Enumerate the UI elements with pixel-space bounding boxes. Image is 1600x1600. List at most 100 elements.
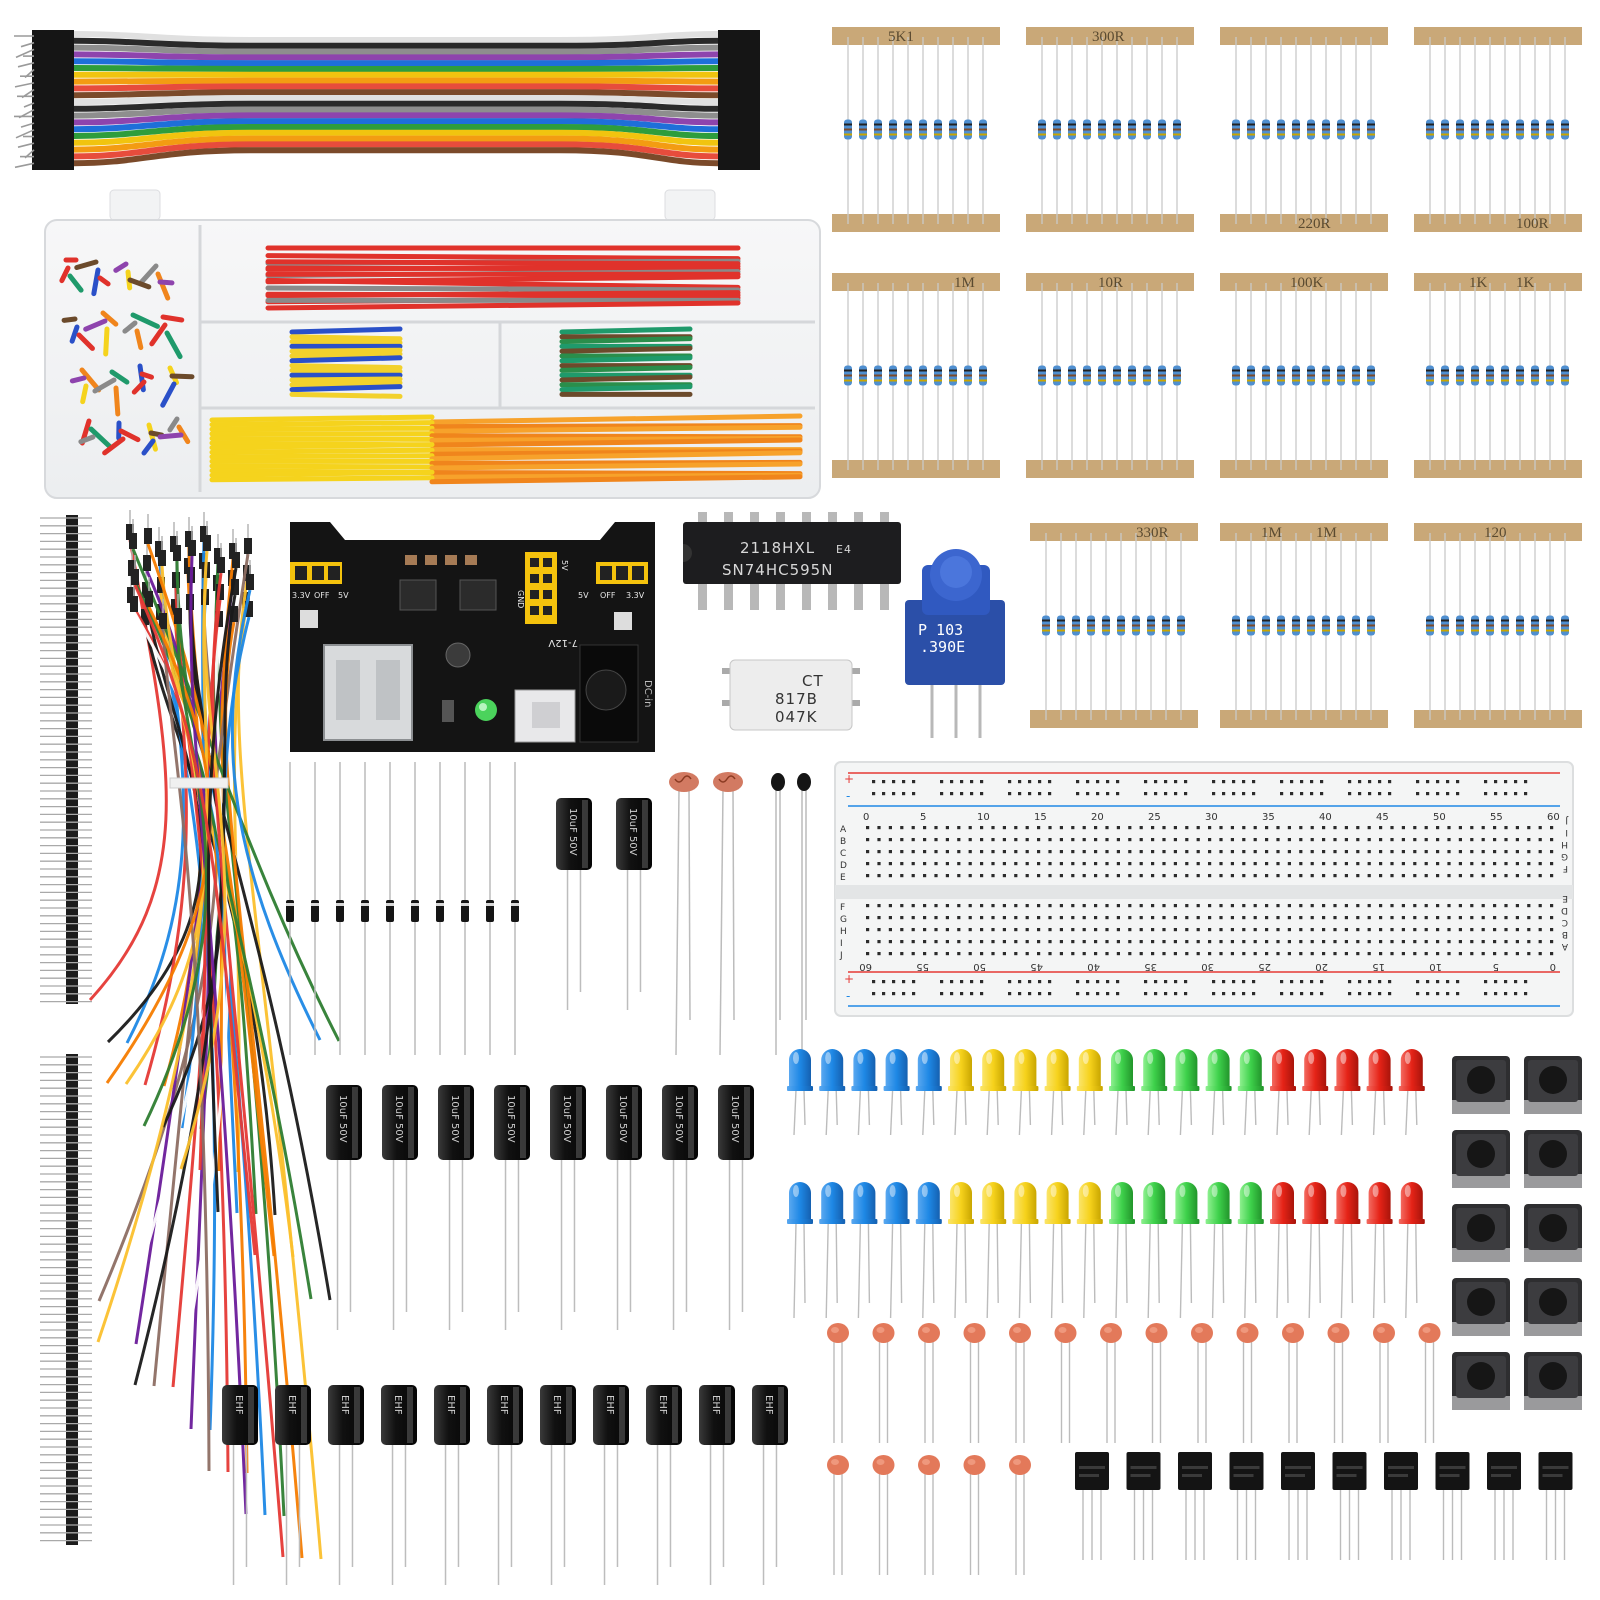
led-lead [1276, 1222, 1280, 1319]
breadboard-hole [1470, 916, 1474, 920]
breadboard-hole [1494, 780, 1498, 784]
breadboard-hole [970, 980, 974, 984]
capacitor-marking: EHF [657, 1395, 668, 1415]
breadboard-hole [1037, 838, 1041, 842]
breadboard-hole [1230, 940, 1234, 944]
led-highlight [1147, 1185, 1154, 1197]
ceramic-capacitor [1191, 1323, 1213, 1443]
breadboard-hole [1310, 826, 1314, 830]
breadboard-hole [1358, 780, 1362, 784]
led-body [1143, 1049, 1166, 1090]
resistor-band [934, 374, 942, 377]
breadboard-hole [1116, 780, 1120, 784]
diode [361, 762, 369, 1055]
breadboard-hole [1310, 904, 1314, 908]
transistor-marking-line [1439, 1466, 1466, 1469]
breadboard-hole [1071, 874, 1075, 878]
jumper-wire [179, 550, 227, 1170]
breadboard-hole [1025, 838, 1029, 842]
led-lead [1318, 1222, 1321, 1304]
breadboard-hole [1481, 838, 1485, 842]
breadboard-hole [1139, 826, 1143, 830]
breadboard-hole [1379, 838, 1383, 842]
transistor-body [1332, 1452, 1367, 1490]
breadboard-hole [1185, 838, 1189, 842]
resistor-band [1486, 128, 1494, 131]
breadboard-hole [888, 952, 892, 956]
photoresistor [713, 772, 743, 1056]
breadboard-hole [1458, 916, 1462, 920]
breadboard-hole [877, 874, 881, 878]
resistor-band [979, 374, 987, 377]
resistor-band [1232, 133, 1240, 136]
resistor-band [1068, 123, 1076, 126]
breadboard-hole [1096, 992, 1100, 996]
jumper-wire [127, 277, 152, 290]
breadboard-hole [1493, 916, 1497, 920]
breadboard-hole [1154, 980, 1158, 984]
breadboard-hole [1086, 980, 1090, 984]
breadboard-hole [902, 780, 906, 784]
resistor-band [1262, 624, 1270, 627]
breadboard-hole [1378, 992, 1382, 996]
resistor-band [1441, 629, 1449, 632]
resistor-band [1098, 123, 1106, 126]
led-rim [1366, 1086, 1393, 1091]
breadboard-hole [1139, 928, 1143, 932]
breadboard-hole [1348, 780, 1352, 784]
breadboard-hole [1162, 940, 1166, 944]
resistor-band [1352, 128, 1360, 131]
resistor-band [964, 128, 972, 131]
led-lead [1157, 1222, 1160, 1304]
breadboard-column-number-inverted: 15 [1372, 961, 1385, 972]
breadboard-hole [957, 916, 961, 920]
breadboard-hole [1212, 992, 1216, 996]
jumper-wire [559, 355, 693, 364]
button-plunger [1539, 1140, 1567, 1168]
capacitor-stripe [642, 800, 648, 868]
jumper-wire [59, 265, 71, 284]
breadboard-hole [1253, 916, 1257, 920]
resistor-band [1516, 123, 1524, 126]
potentiometer: P 103 .390E [905, 549, 1005, 738]
led-lead [1372, 1089, 1377, 1136]
breadboard-hole [1368, 792, 1372, 796]
ceramic-capacitor [827, 1455, 849, 1575]
jumper-wire [79, 367, 102, 393]
capacitor-stripe [352, 1087, 358, 1158]
breadboard-hole [1116, 838, 1120, 842]
jumper-connector [229, 543, 237, 559]
resistor-band [1456, 123, 1464, 126]
breadboard-hole [1082, 952, 1086, 956]
breadboard-hole [945, 838, 949, 842]
breadboard-hole [1151, 916, 1155, 920]
ceramic-capacitor-highlight [1331, 1327, 1340, 1333]
resistor-band [1471, 374, 1479, 377]
breadboard-hole [866, 940, 870, 944]
resistor-band [979, 123, 987, 126]
breadboard-hole [1344, 916, 1348, 920]
jumper-wire [141, 438, 156, 456]
jumper-wire [61, 316, 78, 323]
resistor-pack: 1M [832, 273, 1000, 478]
breadboard-hole [1253, 940, 1257, 944]
led-lead [1028, 1089, 1032, 1126]
ceramic-capacitor-disc [872, 1323, 895, 1343]
breadboard-column-number-inverted: 0 [1550, 961, 1556, 972]
jumper-wire [102, 436, 126, 456]
green-led [1237, 1182, 1264, 1319]
resistor-band [1322, 374, 1330, 377]
breadboard-hole [1151, 952, 1155, 956]
jumper-wire [211, 572, 285, 1558]
breadboard-hole [1299, 862, 1303, 866]
breadboard-hole [1096, 780, 1100, 784]
led-body [789, 1182, 811, 1223]
led-body [950, 1049, 972, 1090]
resistor-tape-top [1026, 27, 1194, 45]
breadboard-hole [1196, 940, 1200, 944]
led-lead [825, 1222, 829, 1319]
pin-headers [40, 515, 92, 1545]
resistor-band [1471, 369, 1479, 372]
breadboard-hole [888, 838, 892, 842]
resistor-band [859, 374, 867, 377]
